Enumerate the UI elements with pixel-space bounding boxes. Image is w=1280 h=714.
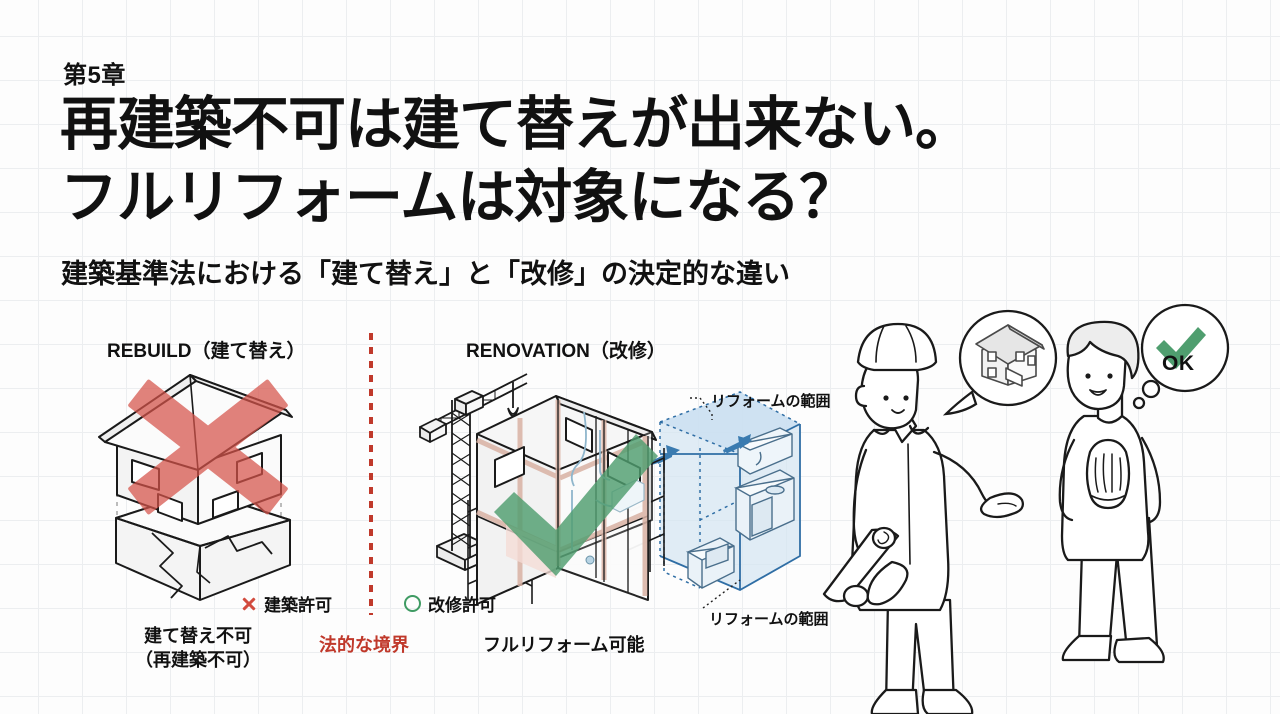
legal-boundary-divider bbox=[369, 333, 373, 615]
reform-scope-volume bbox=[632, 391, 801, 609]
renovation-caption: フルリフォーム可能 bbox=[483, 635, 645, 655]
circle-mark-icon bbox=[404, 595, 421, 612]
renovation-permission-marker: 改修許可 bbox=[404, 591, 496, 616]
worker-figure bbox=[822, 322, 1025, 714]
reform-scope-label-top: リフォームの範囲 bbox=[711, 393, 831, 410]
red-cross-overlay bbox=[128, 379, 288, 515]
dashed-drop-guides bbox=[116, 484, 282, 596]
page-title-line-2: フルリフォームは対象になる？ bbox=[60, 165, 857, 230]
renovation-column-heading: RENOVATION（改修） bbox=[466, 341, 666, 362]
rebuild-permission-marker: 建築許可 bbox=[240, 591, 332, 616]
legal-boundary-caption: 法的な境界 bbox=[319, 635, 409, 655]
worker-speech-bubble bbox=[942, 309, 1058, 416]
cross-mark-icon bbox=[240, 595, 257, 612]
page-title-line-1: 再建築不可は建て替えが出来ない。 bbox=[60, 92, 973, 157]
client-figure bbox=[1058, 320, 1165, 664]
scope-arrows-2 bbox=[637, 440, 749, 470]
renovation-house bbox=[475, 395, 657, 605]
chapter-label: 第5章 bbox=[63, 62, 126, 89]
broken-foundation bbox=[115, 490, 291, 601]
tower-crane bbox=[419, 373, 528, 571]
scaffolding bbox=[467, 448, 665, 604]
rebuild-column-heading: REBUILD（建て替え） bbox=[107, 341, 306, 362]
rebuild-house bbox=[98, 374, 293, 525]
rebuild-permission-label: 建築許可 bbox=[264, 596, 332, 615]
rebuild-caption-line-2: （再建築不可） bbox=[135, 650, 261, 671]
rebuild-caption: 建て替え不可 （再建築不可） bbox=[135, 624, 261, 673]
renovation-permission-label: 改修許可 bbox=[428, 596, 496, 615]
page-subtitle: 建築基準法における「建て替え」と「改修」の決定的な違い bbox=[61, 259, 790, 289]
house-isometric-icon bbox=[975, 324, 1045, 387]
ok-badge-text: OK bbox=[1162, 352, 1195, 375]
reform-scope-label-bottom: リフォームの範囲 bbox=[709, 611, 829, 628]
rebuild-caption-line-1: 建て替え不可 bbox=[144, 626, 252, 646]
green-check-overlay bbox=[494, 434, 658, 576]
scope-arrows bbox=[636, 434, 751, 470]
